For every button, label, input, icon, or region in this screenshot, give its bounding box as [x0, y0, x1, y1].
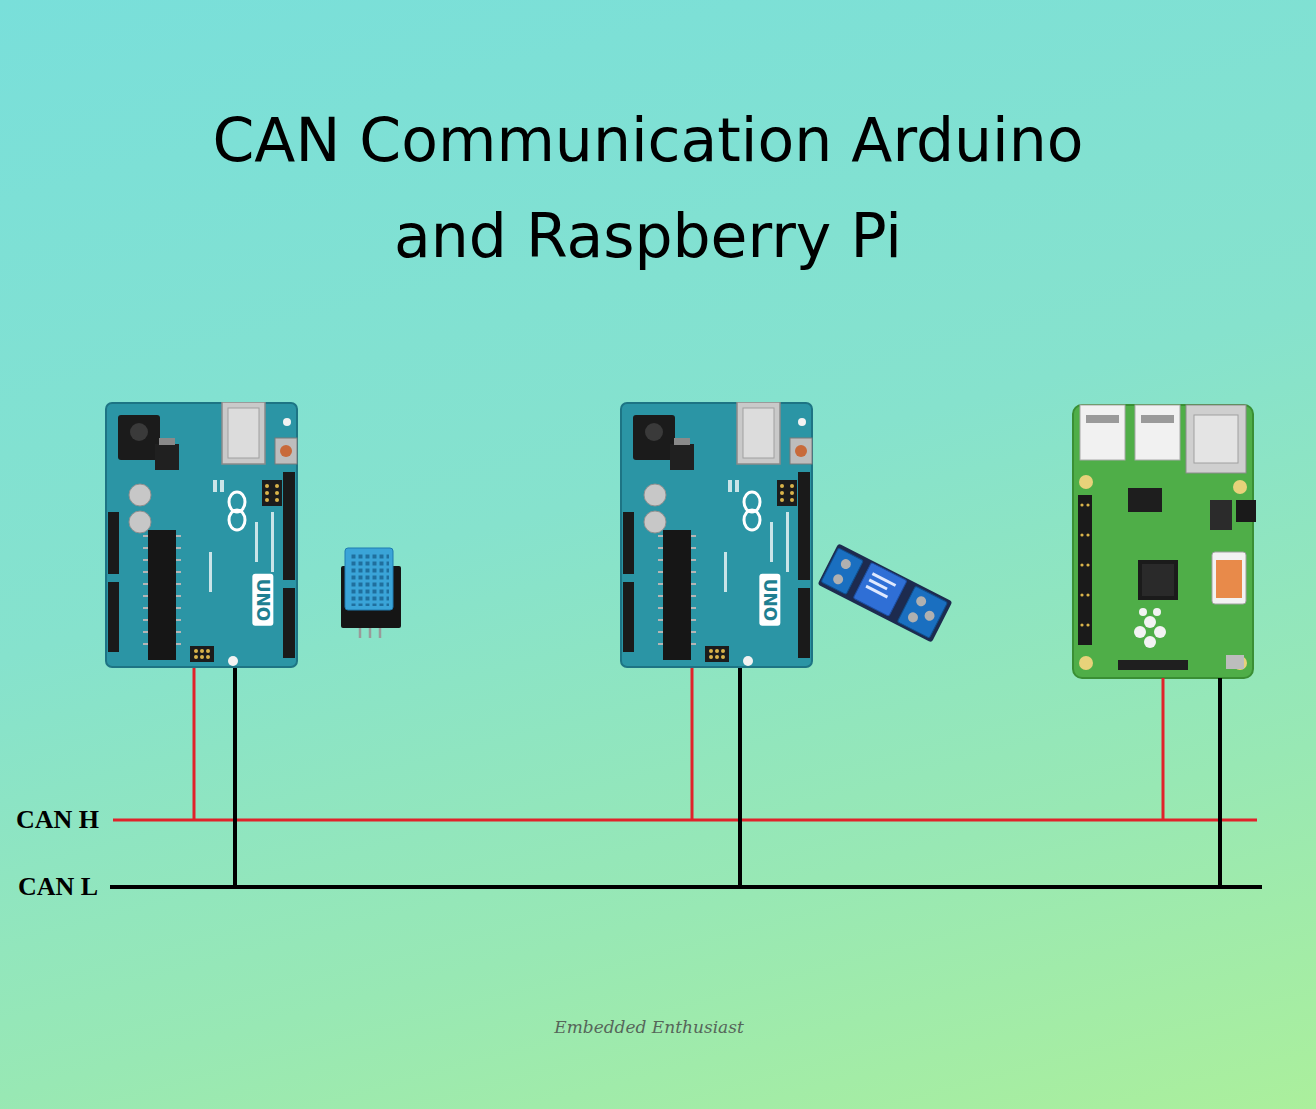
board-label: UNO	[760, 574, 781, 626]
board-label: UNO	[253, 574, 274, 626]
bus-label: CAN H	[16, 806, 99, 835]
title: CAN Communication Arduino and Raspberry …	[148, 92, 1148, 284]
raspberry-pi-board	[1073, 405, 1256, 678]
watermark: Embedded Enthusiast	[554, 1017, 744, 1037]
dht-sensor	[341, 548, 401, 638]
arduino-board	[106, 402, 297, 667]
bus-label: CAN L	[18, 873, 98, 902]
can-bus-wires	[110, 668, 1262, 887]
relay-module	[818, 543, 953, 642]
arduino-board	[621, 402, 812, 667]
